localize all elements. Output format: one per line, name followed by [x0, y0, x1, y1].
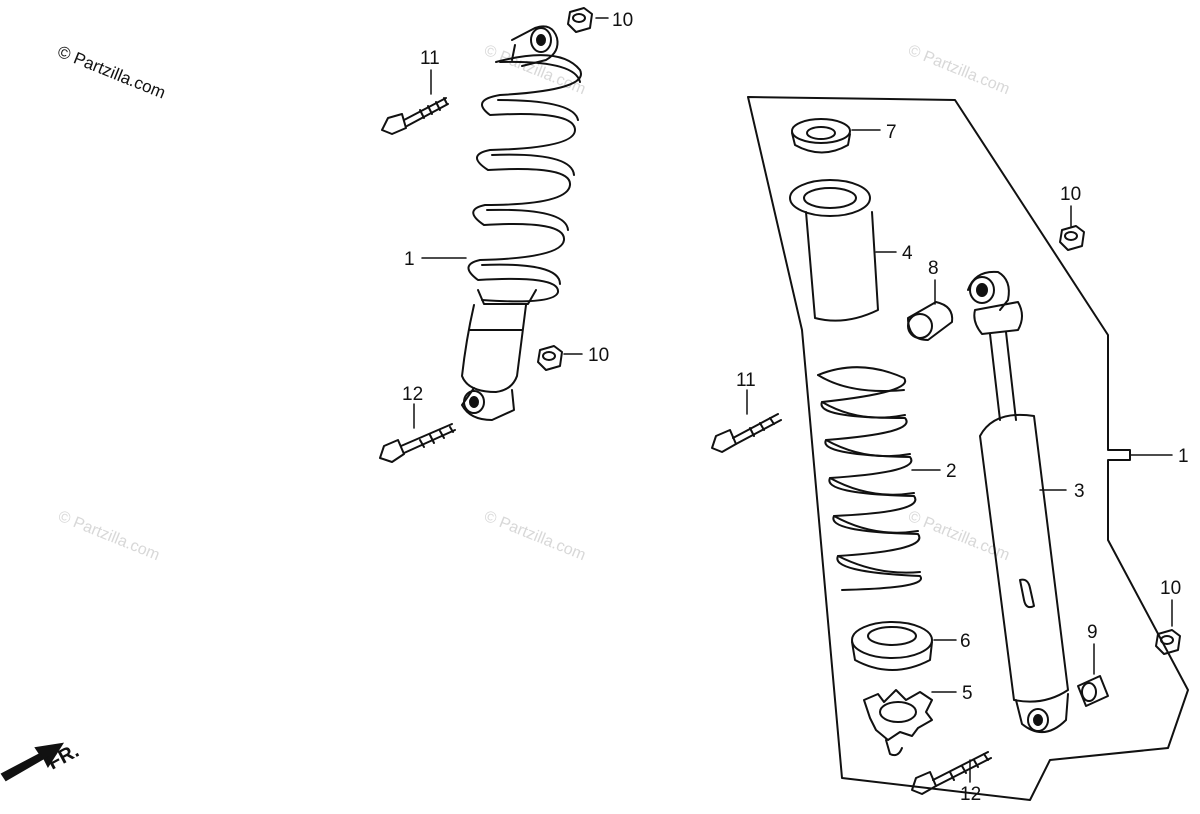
callout-6: 6	[960, 631, 971, 652]
nut-10-right-bottom	[1155, 629, 1181, 655]
assembled-shock-absorber	[461, 25, 582, 421]
bolt-12-right	[911, 751, 992, 795]
callout-10-top: 10	[612, 10, 633, 31]
dust-cover-4	[789, 179, 879, 322]
callout-10-right-top: 10	[1060, 184, 1081, 205]
callout-5: 5	[962, 683, 973, 704]
nut-10-middle	[537, 345, 563, 371]
shock-damper-3	[967, 270, 1069, 733]
bolt-11-right	[711, 413, 782, 453]
callout-12-right: 12	[960, 784, 981, 805]
callout-1-left: 1	[404, 249, 415, 270]
leader-lines	[413, 17, 1173, 783]
spring-adjuster-5	[863, 689, 933, 757]
callout-8: 8	[928, 258, 939, 279]
callout-11-right: 11	[736, 370, 756, 391]
assembly-outline	[747, 96, 1189, 801]
callout-1-right: 1	[1178, 446, 1189, 467]
callout-10-middle: 10	[588, 345, 609, 366]
coil-spring-2	[817, 366, 923, 591]
bolt-12-left	[379, 423, 456, 463]
nut-10-top	[567, 7, 593, 33]
callout-2: 2	[946, 461, 957, 482]
bolt-11-left	[381, 97, 449, 135]
nut-10-right-top	[1059, 225, 1085, 251]
spring-seat-6	[851, 621, 933, 671]
collar-9	[1077, 675, 1109, 707]
callout-4: 4	[902, 243, 913, 264]
bushing-8	[907, 301, 954, 341]
callout-10-right-bottom: 10	[1160, 578, 1181, 599]
callout-3: 3	[1074, 481, 1085, 502]
bump-stopper-7	[791, 118, 851, 154]
callout-9: 9	[1087, 622, 1098, 643]
callout-11-left: 11	[420, 48, 440, 69]
callout-7: 7	[886, 122, 897, 143]
callout-12-left: 12	[402, 384, 423, 405]
front-arrow-icon: FR.	[0, 740, 83, 782]
